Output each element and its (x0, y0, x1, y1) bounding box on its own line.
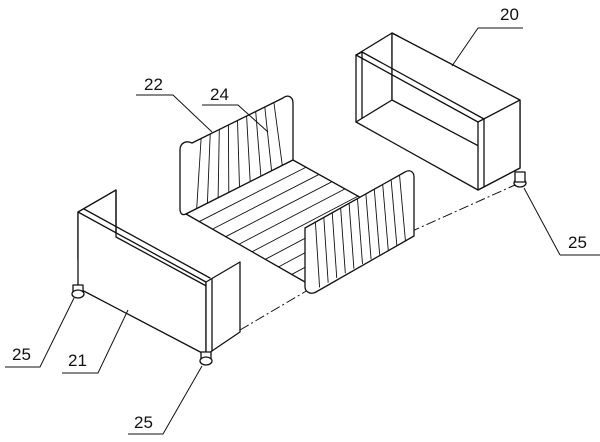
back-rib (264, 106, 273, 171)
rear-housing-top-edge (361, 51, 485, 120)
front-rib (357, 198, 363, 265)
front-rib (382, 184, 389, 251)
label-foot-right: 25 (568, 233, 587, 252)
floor-slat (199, 166, 307, 222)
label-part-21: 21 (68, 351, 87, 370)
leader-21 (62, 309, 129, 374)
back-rib (206, 133, 211, 204)
front-housing-front-wall (77, 211, 207, 356)
leader-25-left (5, 297, 75, 368)
front-rib (390, 180, 398, 246)
leader-24 (202, 104, 269, 133)
rear-housing-top-edge (355, 54, 479, 123)
label-part-24: 24 (210, 85, 229, 104)
front-housing-top-edge (83, 208, 211, 279)
front-rib (348, 203, 355, 269)
foot-front-left (71, 289, 85, 299)
front-rib (340, 208, 346, 274)
label-part-20: 20 (500, 5, 519, 24)
alignment-lines (239, 184, 516, 331)
front-housing-inner-edge (115, 189, 211, 289)
rear-housing-edge (391, 32, 399, 37)
back-rib (217, 129, 220, 198)
label-part-22: 22 (144, 75, 163, 94)
middle-basket-22 (179, 95, 415, 294)
front-housing-21 (71, 189, 241, 366)
leader-20 (451, 27, 479, 67)
back-rib (273, 102, 283, 166)
foot-rear-right-stem (514, 171, 526, 183)
floor-slat (212, 174, 320, 230)
front-rib (314, 222, 321, 288)
leader-22 (136, 94, 213, 133)
front-rib (331, 212, 338, 279)
front-rib (373, 189, 381, 255)
leader-25-right (523, 187, 561, 256)
middle-basket-front-wall (304, 170, 415, 294)
leader-lines (5, 27, 600, 435)
back-rib (246, 115, 251, 182)
rear-housing-20 (355, 32, 527, 191)
leader-25-bottom (128, 365, 203, 435)
front-housing-right-wall (205, 261, 241, 356)
alignment-line-back (409, 184, 516, 233)
alignment-line-front (239, 289, 309, 331)
label-foot-left: 25 (12, 345, 31, 364)
middle-basket-front-ribs (314, 175, 406, 288)
rear-housing-right-wall (477, 99, 521, 191)
label-foot-bottom: 25 (134, 413, 153, 432)
floor-slat (238, 188, 346, 245)
reference-numerals: 20 22 24 25 25 21 25 (12, 5, 587, 432)
foot-front-bottom (199, 356, 213, 366)
front-rib (323, 217, 329, 283)
back-rib (237, 120, 240, 188)
floor-slat (225, 181, 333, 238)
front-rib (365, 194, 372, 260)
floor-slat (251, 195, 359, 253)
front-rib (399, 175, 406, 241)
back-rib (196, 138, 202, 209)
